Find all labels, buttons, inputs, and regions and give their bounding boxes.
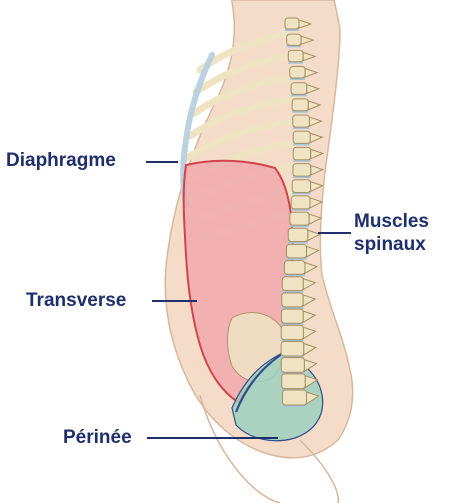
vertebra [291, 83, 307, 95]
vertebra [291, 196, 310, 209]
label-muscles-spinaux: Muscles spinaux [354, 210, 429, 256]
vertebra [290, 212, 309, 225]
vertebra [293, 164, 311, 177]
vertebra [282, 293, 303, 307]
vertebra [281, 309, 303, 323]
vertebra [286, 244, 306, 257]
vertebra [292, 99, 308, 111]
label-muscles-line1: Muscles [354, 210, 429, 233]
vertebra [284, 261, 305, 275]
vertebra [281, 358, 304, 373]
vertebra [281, 325, 303, 339]
vertebra [282, 390, 306, 405]
vertebra [293, 115, 310, 127]
vertebra [287, 34, 301, 45]
vertebra [293, 131, 310, 143]
vertebra [282, 374, 306, 389]
vertebra [293, 147, 310, 159]
vertebra [288, 228, 308, 241]
vertebra [282, 277, 303, 291]
vertebra [281, 341, 304, 355]
label-diaphragme: Diaphragme [6, 150, 116, 172]
label-transverse: Transverse [26, 290, 126, 312]
vertebra [285, 18, 299, 29]
vertebra [288, 50, 303, 61]
label-muscles-line2: spinaux [354, 233, 429, 256]
vertebra [292, 180, 310, 193]
label-perinee: Périnée [63, 427, 132, 449]
vertebra [290, 67, 305, 79]
